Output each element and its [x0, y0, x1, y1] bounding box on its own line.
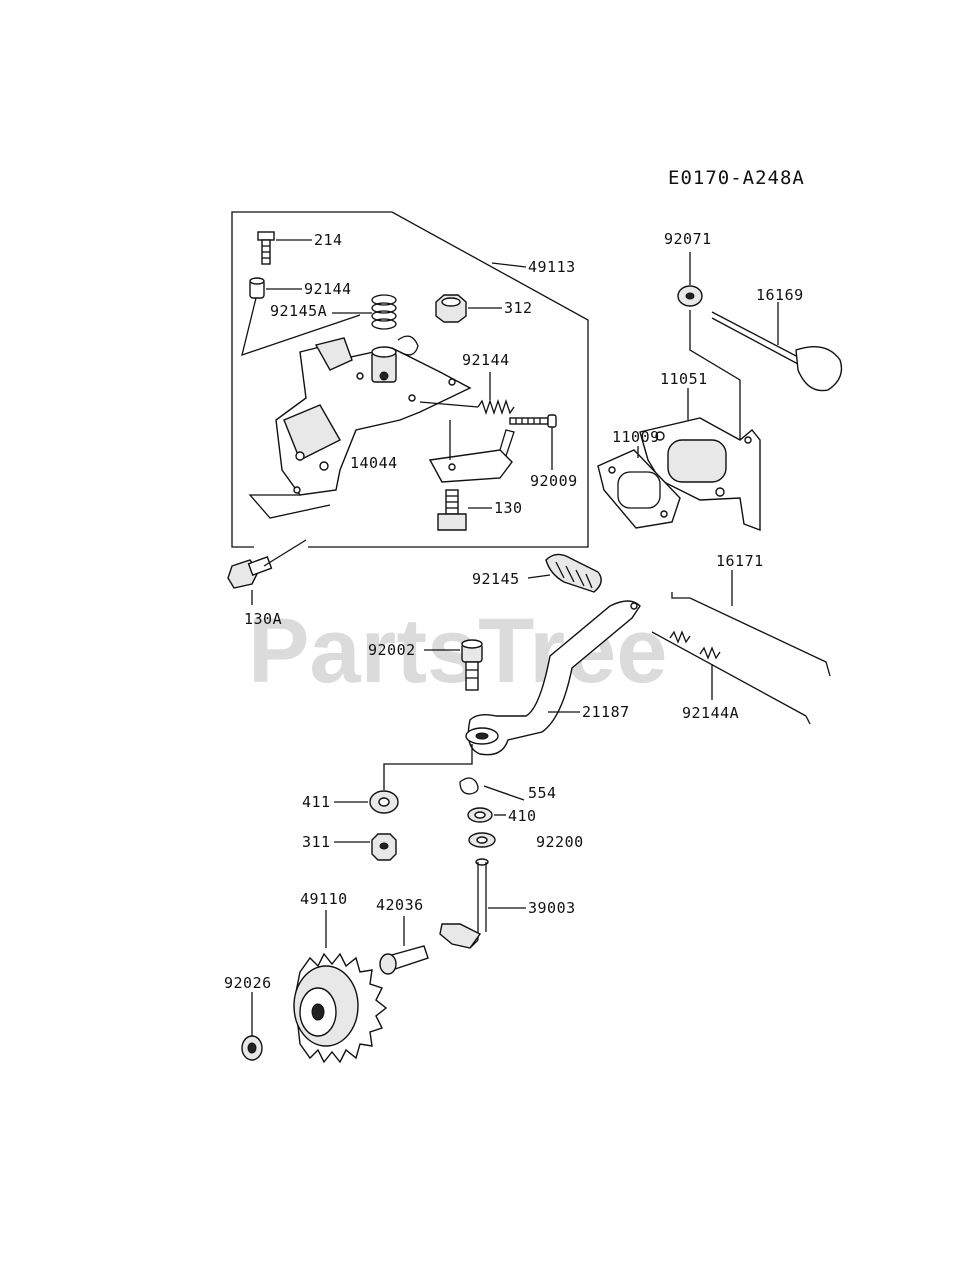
callout-410: 410	[508, 807, 537, 825]
callout-554: 554	[528, 784, 557, 802]
part-16171-rod[interactable]	[671, 570, 831, 677]
part-42036-pin[interactable]	[379, 916, 429, 975]
part-92002-bolt[interactable]	[424, 639, 483, 691]
callout-11051: 11051	[660, 370, 708, 388]
callout-92144-top: 92144	[304, 280, 352, 298]
callout-130: 130	[494, 499, 523, 517]
callout-49110: 49110	[300, 890, 348, 908]
part-39003-shaft[interactable]	[439, 858, 526, 949]
leader-92144-top	[241, 297, 361, 356]
callout-92026: 92026	[224, 974, 272, 992]
diagram-code: E0170-A248A	[668, 167, 805, 189]
part-410-washer[interactable]	[467, 807, 506, 823]
part-92009-screw[interactable]	[509, 414, 557, 470]
part-312-nut[interactable]	[435, 294, 502, 323]
part-92145-spring[interactable]	[527, 553, 602, 593]
part-16169-choke-knob[interactable]	[711, 302, 843, 392]
part-49110-governor-gear[interactable]	[293, 910, 388, 1064]
callout-92144-mid: 92144	[462, 351, 510, 369]
callout-21187: 21187	[582, 703, 630, 721]
callout-92002: 92002	[368, 641, 416, 659]
callout-92144A: 92144A	[682, 704, 739, 722]
callout-92009: 92009	[530, 472, 578, 490]
callout-42036: 42036	[376, 896, 424, 914]
callout-16169: 16169	[756, 286, 804, 304]
part-92200-washer[interactable]	[468, 832, 496, 848]
callout-16171: 16171	[716, 552, 764, 570]
part-14044-bracket[interactable]	[248, 335, 472, 519]
part-92026-washer[interactable]	[241, 992, 263, 1061]
callout-214: 214	[314, 231, 343, 249]
part-92071-grommet[interactable]	[677, 252, 703, 307]
part-130A-bolt[interactable]	[227, 539, 307, 605]
part-92144-spring[interactable]	[419, 372, 515, 416]
part-11009-gasket[interactable]	[597, 446, 681, 529]
part-214-bolt[interactable]	[257, 231, 312, 265]
callout-49113: 49113	[528, 258, 576, 276]
callout-92145: 92145	[472, 570, 520, 588]
callout-130A: 130A	[244, 610, 282, 628]
callout-311: 311	[302, 833, 331, 851]
callout-312: 312	[504, 299, 533, 317]
assembly-frame-49113	[231, 211, 589, 548]
part-411-washer[interactable]	[334, 790, 399, 814]
callout-39003: 39003	[528, 899, 576, 917]
leader-arm-411	[383, 744, 473, 790]
part-plate-small	[428, 420, 515, 483]
part-130-bolt[interactable]	[437, 489, 492, 531]
part-92144A-spring-rod[interactable]	[651, 630, 811, 725]
callout-411: 411	[302, 793, 331, 811]
part-11051-bracket[interactable]	[639, 310, 761, 532]
part-92145A-spring[interactable]	[332, 294, 397, 330]
callout-11009: 11009	[612, 428, 660, 446]
callout-92200: 92200	[536, 833, 584, 851]
part-21187-governor-arm[interactable]	[465, 600, 641, 756]
callout-92145A: 92145A	[270, 302, 327, 320]
callout-14044: 14044	[350, 454, 398, 472]
part-554-clip[interactable]	[459, 777, 525, 801]
leader-49113	[491, 262, 527, 268]
part-311-nut[interactable]	[334, 833, 397, 861]
part-92144-pin[interactable]	[249, 277, 302, 299]
callout-92071: 92071	[664, 230, 712, 248]
